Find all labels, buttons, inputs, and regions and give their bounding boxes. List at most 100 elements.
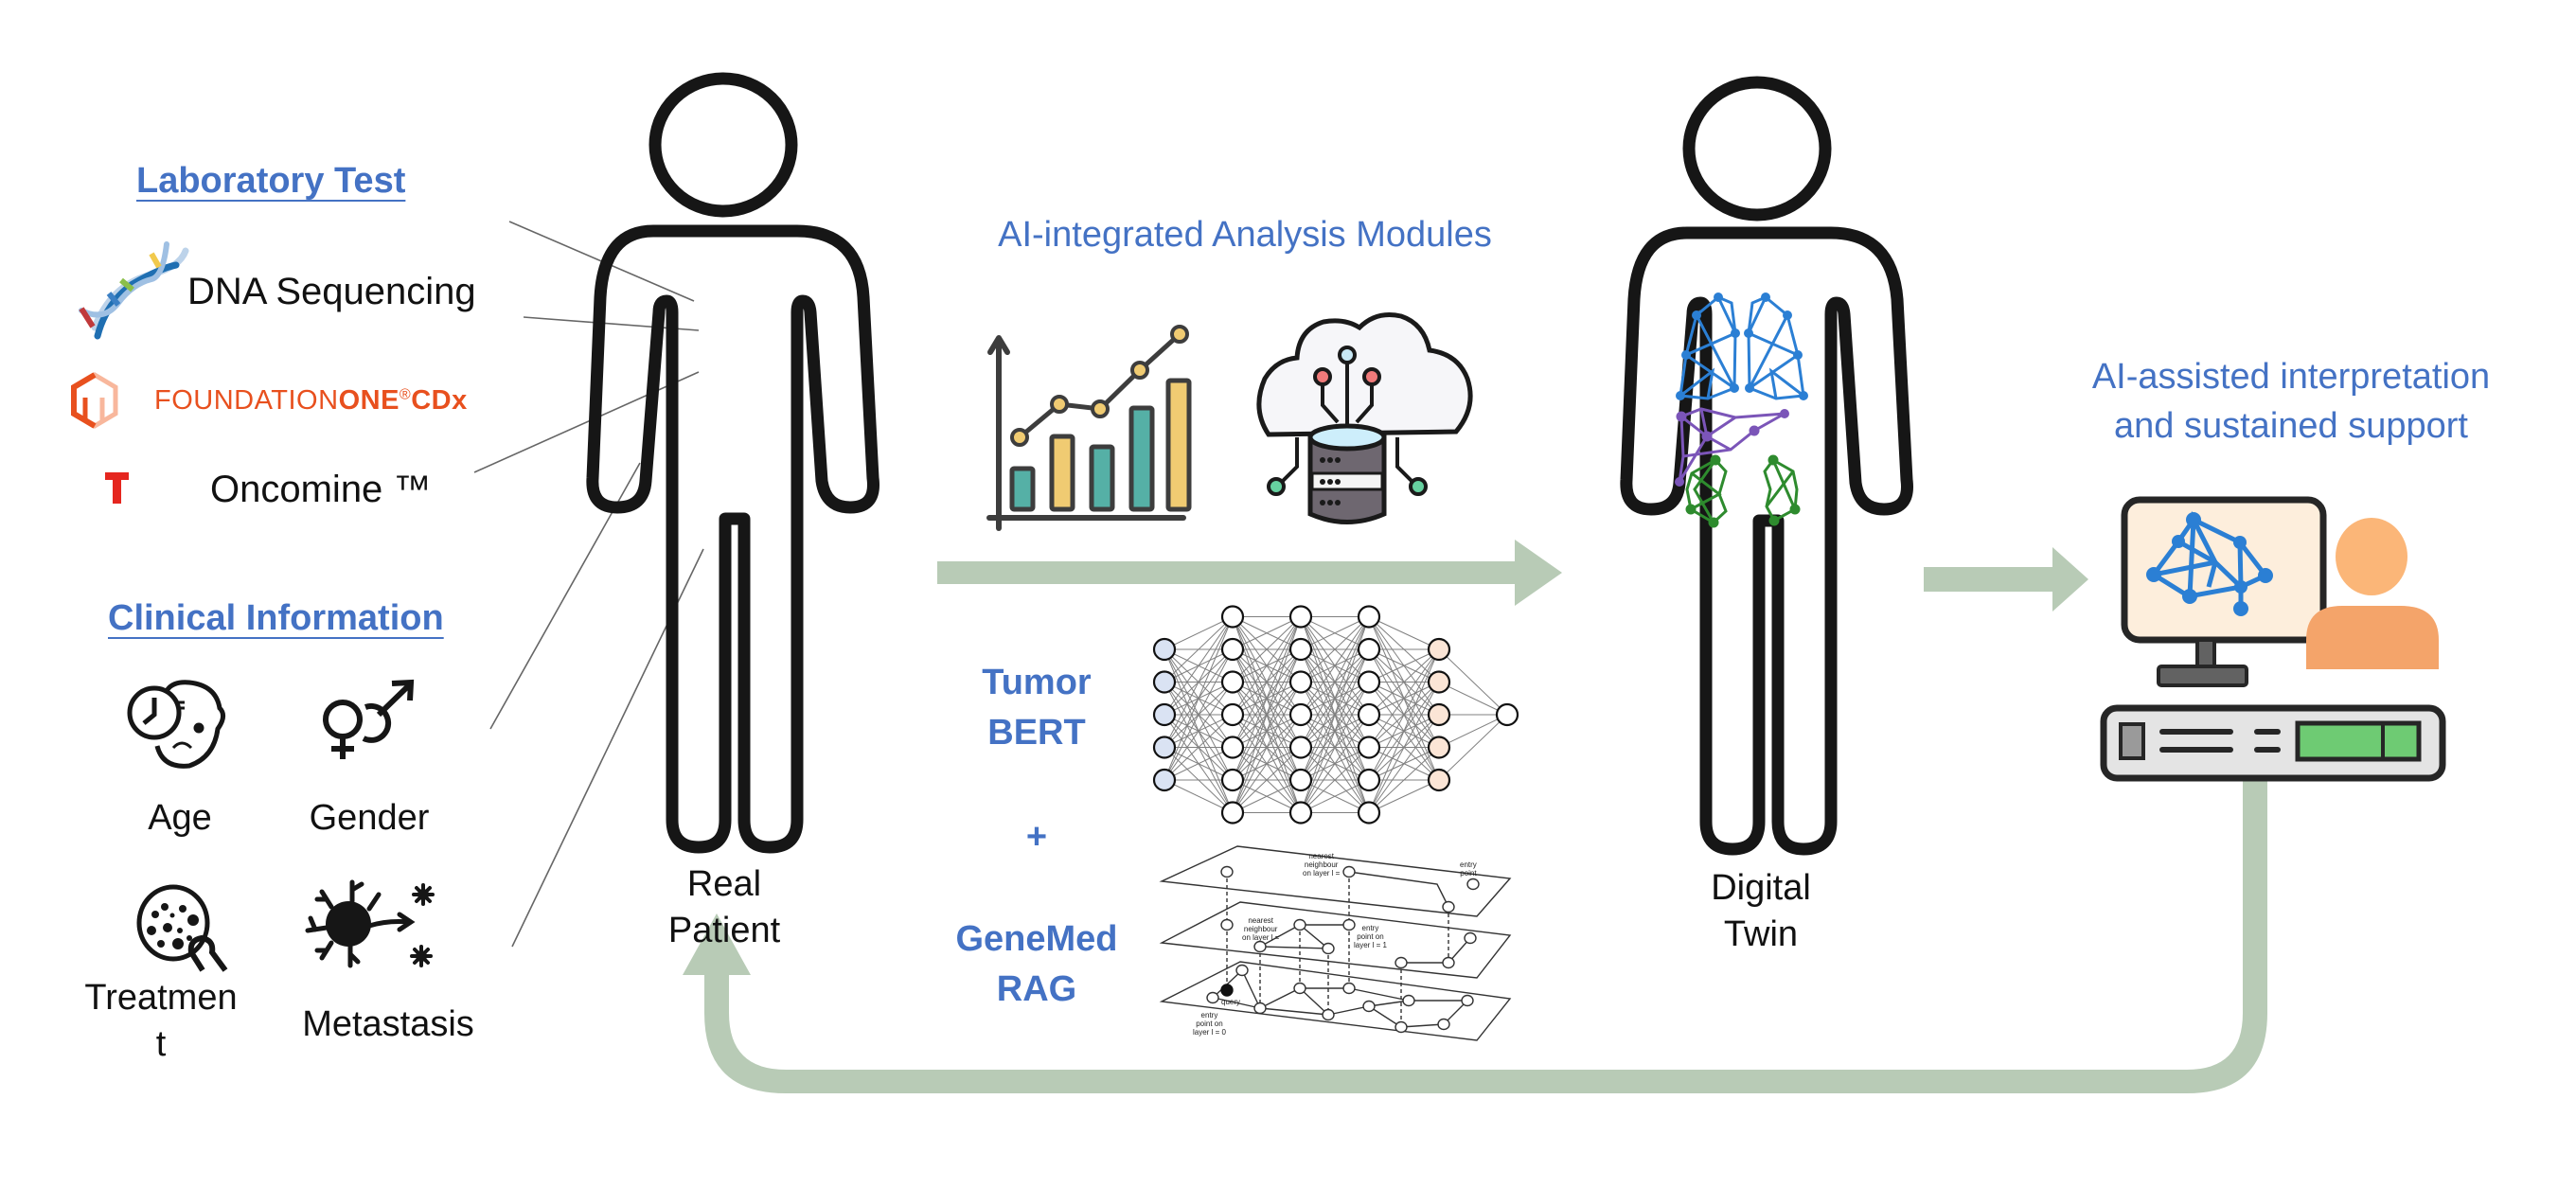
hnsw-node bbox=[1342, 865, 1356, 878]
hnsw-node bbox=[1235, 964, 1249, 977]
clinical-information-heading: Clinical Information bbox=[108, 598, 444, 638]
nn-node bbox=[1427, 768, 1451, 792]
nn-node bbox=[1427, 736, 1451, 759]
nn-node bbox=[1152, 637, 1177, 662]
dna-helix-icon bbox=[79, 241, 189, 340]
server-icon bbox=[2100, 704, 2446, 782]
nn-node bbox=[1152, 702, 1177, 727]
nn-node bbox=[1220, 768, 1245, 792]
chart-icon-bar bbox=[1049, 434, 1075, 512]
hnsw-node bbox=[1322, 1008, 1335, 1021]
hnsw-layer-0 bbox=[1159, 961, 1512, 1041]
tumor-bert-label: Tumor BERT bbox=[956, 658, 1117, 758]
nn-edge bbox=[1164, 648, 1234, 781]
nn-edge bbox=[1232, 747, 1302, 813]
analysis-modules-title: AI-integrated Analysis Modules bbox=[998, 215, 1492, 255]
chart-icon-bar bbox=[1165, 378, 1192, 512]
laboratory-test-heading: Laboratory Test bbox=[136, 161, 406, 201]
hnsw-node bbox=[1220, 865, 1234, 878]
hnsw-label-line: neighbour bbox=[1304, 860, 1339, 869]
nn-edge bbox=[1164, 682, 1234, 781]
nn-edge bbox=[1368, 747, 1440, 813]
nn-node bbox=[1220, 702, 1245, 727]
nn-edge bbox=[1164, 747, 1234, 781]
foundation-one-logo-icon bbox=[71, 372, 118, 429]
hnsw-graph-diagram bbox=[1159, 845, 1512, 1041]
hnsw-node bbox=[1402, 994, 1415, 1007]
foundation-one-label: FOUNDATIONONE®CDx bbox=[154, 385, 468, 417]
tumor-bert-line1: Tumor bbox=[982, 663, 1092, 702]
real-patient-label: Real Patient bbox=[663, 861, 786, 955]
hnsw-label-line: neighbour bbox=[1243, 925, 1278, 933]
foundation-one-label-regular: FOUNDATION bbox=[154, 385, 339, 416]
feedback-arrow-to-patient bbox=[683, 757, 2267, 1093]
nn-node bbox=[1288, 670, 1313, 694]
genemed-rag-line2: RAG bbox=[996, 969, 1077, 1010]
tumor-ribbon-icon bbox=[136, 884, 228, 972]
nn-node bbox=[1357, 736, 1381, 759]
nn-edge bbox=[1164, 616, 1234, 781]
nn-node bbox=[1357, 702, 1381, 727]
nn-node bbox=[1427, 670, 1451, 694]
metastasis-cell-icon bbox=[305, 879, 435, 968]
nn-edge bbox=[1300, 616, 1370, 748]
hnsw-node bbox=[1395, 956, 1408, 969]
hnsw-mid-nearest-label: nearest neighbour on layer l = bbox=[1242, 916, 1279, 942]
nn-edge bbox=[1164, 714, 1234, 781]
hnsw-label-line: nearest bbox=[1308, 852, 1335, 860]
nn-node bbox=[1357, 605, 1381, 629]
nn-node bbox=[1220, 736, 1245, 759]
nn-edge bbox=[1300, 616, 1370, 781]
nn-node bbox=[1152, 670, 1177, 694]
support-title-line2: and sustained support bbox=[2114, 406, 2468, 447]
nn-edge bbox=[1232, 616, 1302, 716]
hnsw-label-line: entry bbox=[1200, 1011, 1218, 1020]
nn-edge bbox=[1164, 616, 1234, 683]
analytics-chart-icon bbox=[986, 325, 1192, 531]
kidneys-network-icon bbox=[1685, 454, 1801, 528]
digital-twin-figure bbox=[1620, 76, 1913, 856]
hnsw-node bbox=[1293, 918, 1306, 931]
nn-node bbox=[1220, 801, 1245, 825]
hnsw-label-line: on layer l = bbox=[1242, 933, 1280, 942]
nn-edge bbox=[1368, 616, 1440, 650]
tumor-bert-line2: BERT bbox=[987, 713, 1086, 754]
real-patient-label-line1: Real bbox=[686, 864, 762, 904]
treatment-label-line1: Treatmen bbox=[84, 978, 238, 1018]
support-title-line1: AI-assisted interpretation bbox=[2091, 357, 2491, 397]
treatment-label-line2: t bbox=[155, 1024, 167, 1065]
hnsw-node bbox=[1461, 994, 1474, 1007]
digital-twin-body bbox=[1620, 226, 1913, 856]
hnsw-node bbox=[1342, 918, 1356, 931]
hnsw-node bbox=[1395, 1020, 1408, 1034]
nn-edge bbox=[1300, 747, 1370, 813]
hnsw-top-entry-label: entry point bbox=[1460, 860, 1477, 878]
hnsw-node bbox=[1253, 940, 1267, 953]
plus-sign: + bbox=[1025, 817, 1048, 857]
hnsw-node bbox=[1220, 918, 1234, 931]
hnsw-label-line: on layer l = bbox=[1303, 869, 1341, 878]
hnsw-layer-1 bbox=[1159, 901, 1512, 979]
nn-edge bbox=[1232, 648, 1302, 813]
hnsw-label-line: layer l = 1 bbox=[1354, 941, 1387, 949]
nn-edge bbox=[1300, 616, 1370, 683]
genemed-rag-label: GeneMed RAG bbox=[937, 914, 1136, 1015]
nn-edge bbox=[1300, 779, 1370, 813]
hnsw-node bbox=[1253, 1002, 1267, 1015]
hnsw-query-label: query bbox=[1221, 998, 1241, 1006]
hnsw-label-line: point on bbox=[1357, 932, 1384, 941]
nn-edge bbox=[1368, 779, 1440, 813]
hnsw-label-line: point bbox=[1460, 869, 1477, 878]
nn-edge bbox=[1232, 714, 1302, 813]
nn-edge bbox=[1232, 779, 1302, 813]
nn-edge bbox=[1300, 714, 1370, 813]
nn-node bbox=[1288, 605, 1313, 629]
hnsw-node bbox=[1293, 982, 1306, 995]
monitor-icon bbox=[2121, 496, 2327, 687]
user-person-icon bbox=[2306, 518, 2439, 669]
real-patient-head bbox=[648, 72, 798, 218]
nn-edge bbox=[1368, 648, 1440, 683]
nn-node bbox=[1495, 702, 1519, 727]
nn-node bbox=[1152, 736, 1177, 759]
chart-icon-bar bbox=[1128, 405, 1155, 512]
